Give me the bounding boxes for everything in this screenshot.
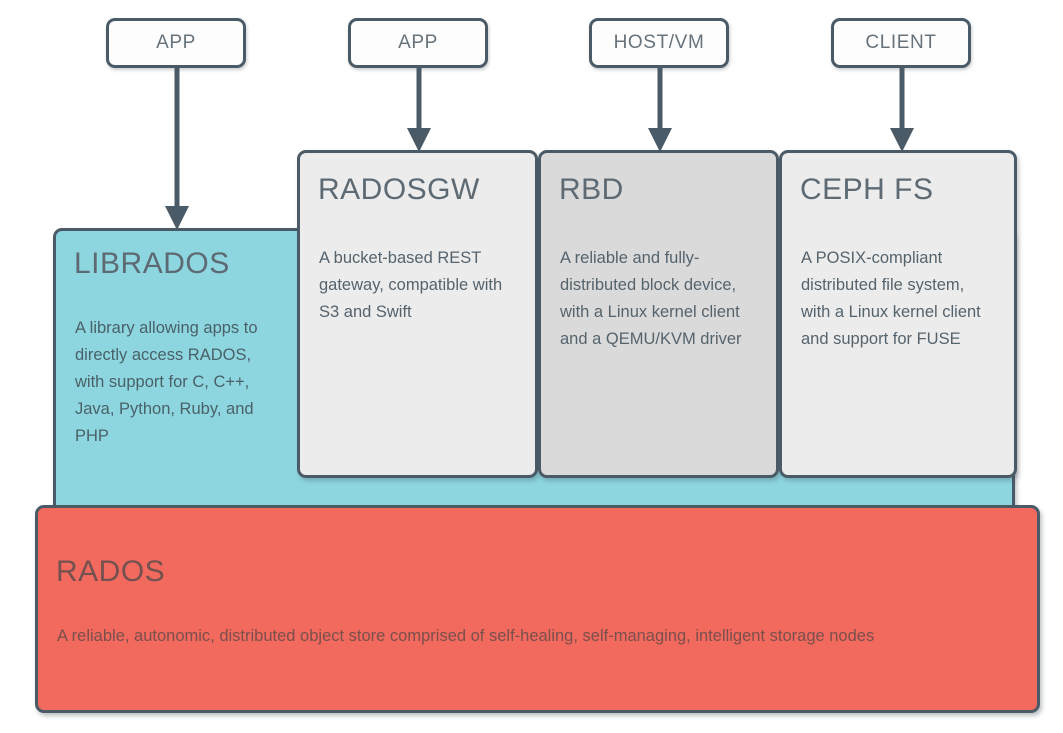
rados-body: A reliable, autonomic, distributed objec… [57,627,875,645]
cephfs-title: CEPH FS [800,173,934,206]
radosgw-title: RADOSGW [318,173,480,206]
consumer-box-client[interactable]: CLIENT [831,18,971,68]
service-box-cephfs[interactable]: CEPH FS A POSIX-compliant distributed fi… [779,150,1017,478]
librados-body: A library allowing apps to directly acce… [75,319,258,445]
arrow-client-to-cephfs [890,66,914,152]
service-box-radosgw[interactable]: RADOSGW A bucket-based REST gateway, com… [297,150,538,478]
arrow-app-to-radosgw [407,66,431,152]
consumer-label: APP [398,32,438,53]
consumer-label: HOST/VM [613,32,705,53]
consumer-box-app-librados[interactable]: APP [106,18,246,68]
rbd-body: A reliable and fully-distributed block d… [560,249,742,348]
consumer-label: CLIENT [865,32,937,53]
rados-title: RADOS [56,555,166,588]
consumer-label: APP [156,32,196,53]
consumer-box-host-vm[interactable]: HOST/VM [589,18,729,68]
rbd-title: RBD [559,173,624,206]
consumer-box-app-radosgw[interactable]: APP [348,18,488,68]
librados-title: LIBRADOS [74,247,230,280]
radosgw-body: A bucket-based REST gateway, compatible … [319,249,503,321]
arrow-host-vm-to-rbd [648,66,672,152]
service-box-rbd[interactable]: RBD A reliable and fully-distributed blo… [538,150,779,478]
cephfs-body: A POSIX-compliant distributed file syste… [801,249,981,348]
arrow-app-to-librados [165,66,189,230]
panel-rados[interactable]: RADOS A reliable, autonomic, distributed… [35,505,1040,713]
